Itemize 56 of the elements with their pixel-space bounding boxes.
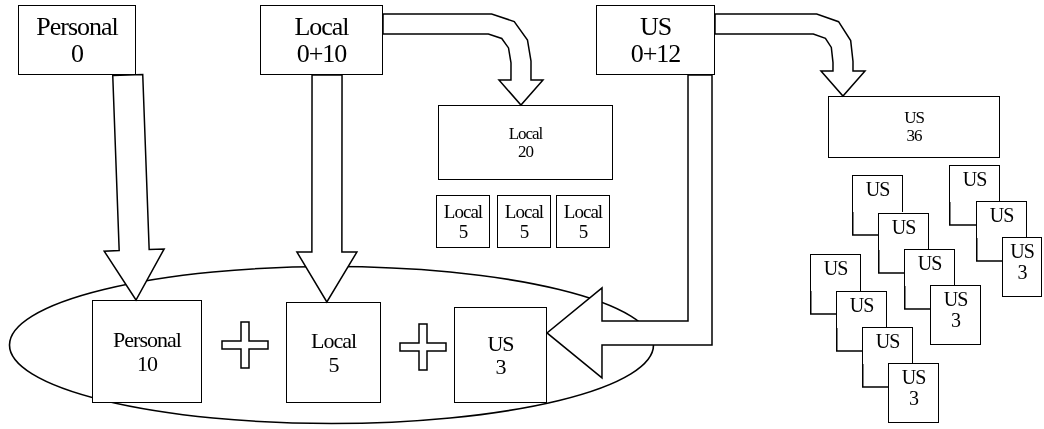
stacked-card [930, 285, 981, 345]
count-label: 36 [906, 127, 922, 145]
process-box [438, 105, 613, 180]
count-label: 3 [495, 355, 506, 379]
stacked-card [888, 363, 939, 423]
name-label: US [917, 253, 942, 274]
count-label: 5 [519, 221, 529, 242]
name-label: US [901, 367, 926, 388]
name-label: US [487, 331, 514, 355]
count-label: 3 [909, 388, 918, 409]
name-label: US [1010, 241, 1034, 262]
name-label: US [943, 289, 968, 310]
count-label: 0+12 [630, 40, 681, 68]
count-label: 3 [1017, 262, 1027, 283]
count-label: 0 [71, 40, 83, 68]
process-box [18, 5, 136, 75]
process-box [286, 302, 381, 403]
name-label: Local [443, 201, 483, 222]
name-label: Local [294, 12, 349, 40]
hollow-arrow [714, 13, 867, 98]
name-label: US [891, 217, 916, 238]
process-box [260, 5, 383, 75]
process-box [454, 307, 547, 403]
name-label: Personal [36, 12, 118, 40]
name-label: US [823, 258, 848, 279]
name-label: US [865, 179, 890, 200]
name-label: US [875, 331, 900, 352]
name-label: Local [563, 201, 603, 222]
stacked-card [1002, 237, 1042, 297]
count-label: 3 [951, 310, 960, 331]
process-box [828, 96, 1000, 158]
hollow-arrow [382, 13, 545, 107]
process-box [497, 195, 551, 248]
name-label: Local [504, 201, 544, 222]
count-label: 5 [458, 221, 468, 242]
count-label: 5 [328, 352, 339, 376]
name-label: US [849, 295, 874, 316]
process-box [436, 195, 490, 248]
process-box [92, 300, 202, 403]
count-label: 10 [137, 351, 157, 375]
name-label: US [639, 12, 672, 40]
name-label: US [904, 109, 924, 127]
name-label: US [989, 205, 1014, 226]
name-label: Personal [113, 328, 181, 352]
hollow-arrow [102, 73, 166, 302]
process-box [596, 5, 715, 75]
group-ellipse [8, 265, 655, 425]
count-label: 20 [518, 142, 533, 161]
name-label: US [962, 169, 987, 190]
hollow-arrow [295, 74, 359, 304]
name-label: Local [508, 124, 543, 143]
count-label: 5 [578, 221, 588, 242]
process-box [556, 195, 610, 248]
count-label: 0+10 [296, 40, 347, 68]
hollow-arrow [545, 74, 713, 380]
name-label: Local [310, 329, 357, 353]
